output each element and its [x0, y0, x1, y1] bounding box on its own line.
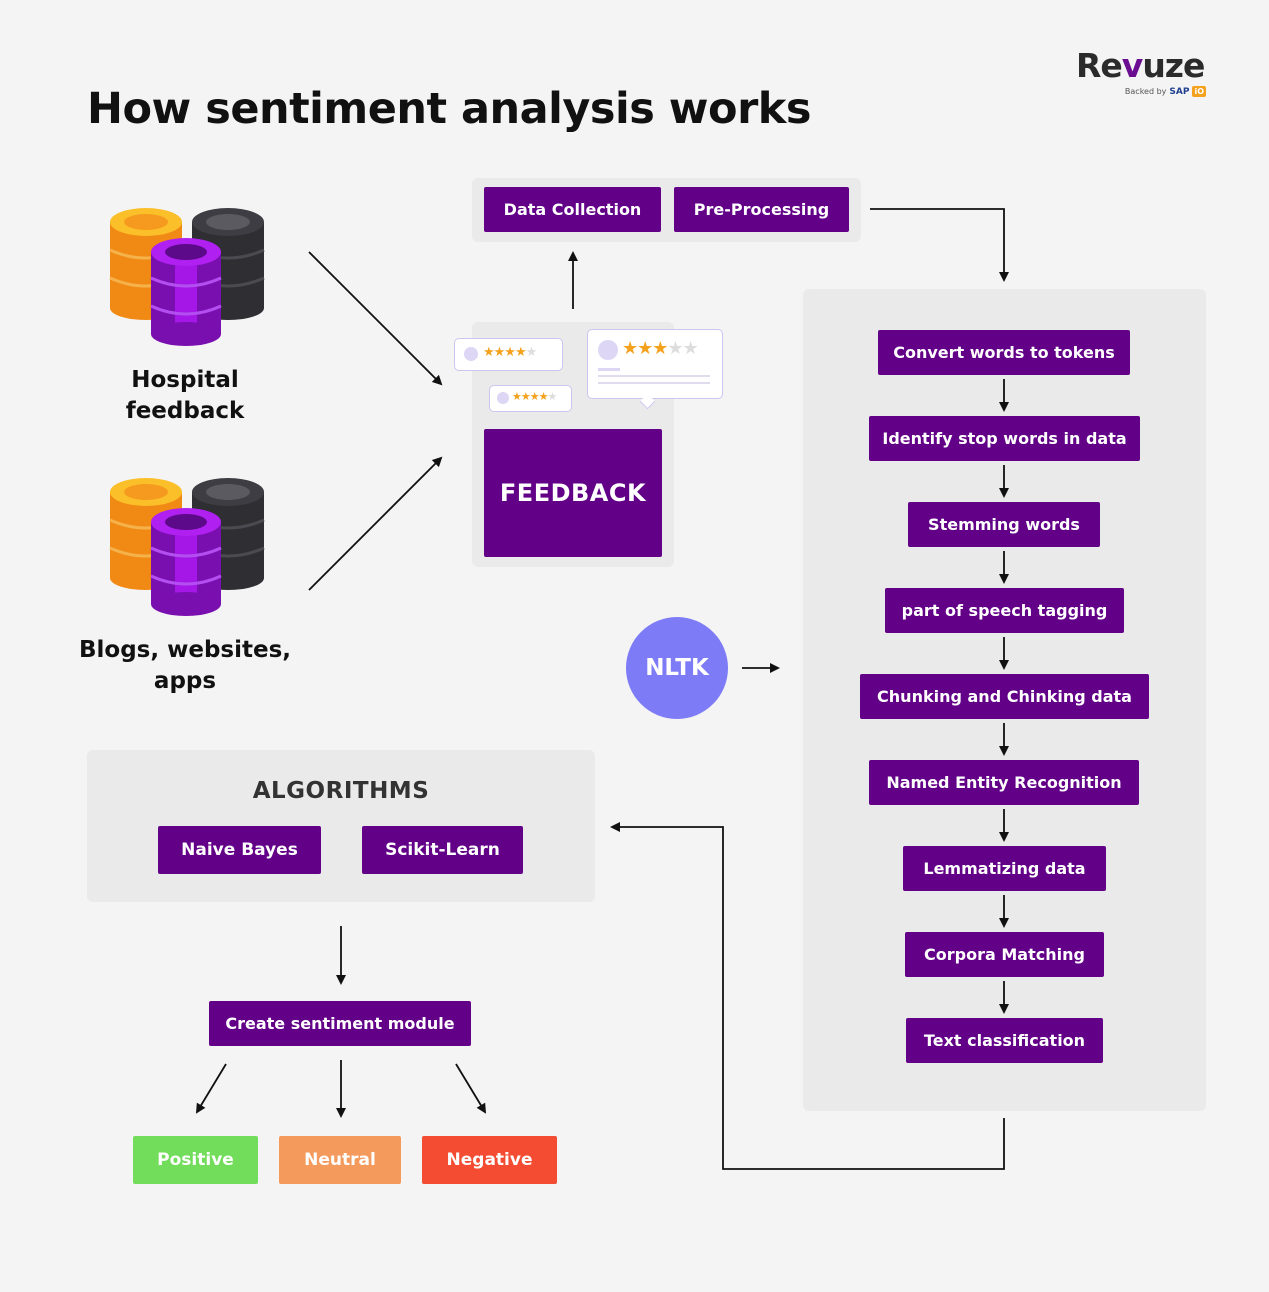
review-card-1: ★★★★★ [454, 338, 563, 371]
data-collection-box: Data Collection [484, 187, 661, 232]
review-card-3: ★★★★★ [587, 329, 723, 410]
star-rating-icon: ★★★★★ [622, 338, 699, 359]
logo-text-start: Re [1076, 46, 1123, 85]
negative-box: Negative [422, 1136, 557, 1184]
nltk-step-stop-words: Identify stop words in data [869, 416, 1140, 461]
arrow-nltk-panel-to-algorithms [610, 822, 1005, 1170]
nltk-step-text-classification: Text classification [906, 1018, 1103, 1063]
neutral-box: Neutral [279, 1136, 401, 1184]
nltk-circle: NLTK [626, 617, 728, 719]
nltk-step-corpora: Corpora Matching [905, 932, 1104, 977]
page-title: How sentiment analysis works [87, 84, 811, 134]
nltk-step-tokens: Convert words to tokens [878, 330, 1130, 375]
arrow-preprocessing-to-nltk-panel [870, 208, 1009, 282]
star-rating-icon: ★★★★★ [483, 345, 537, 360]
reviewer-avatar [598, 340, 618, 360]
review-card-2: ★★★★★ [489, 385, 572, 412]
revuze-logo: Revuze Backed by SAP iO [1076, 46, 1208, 102]
logo-text-end: uze [1142, 46, 1205, 85]
positive-box: Positive [133, 1136, 258, 1184]
database-icon-hospital [109, 208, 265, 346]
nltk-step-stemming: Stemming words [908, 502, 1100, 547]
algorithms-title: ALGORITHMS [252, 778, 430, 804]
database-icon-violet [150, 508, 222, 616]
logo-io: iO [1192, 86, 1206, 97]
nltk-step-lemmatizing: Lemmatizing data [903, 846, 1106, 891]
reviewer-avatar [497, 392, 509, 404]
logo-text-v: v [1121, 46, 1143, 85]
logo-sap: SAP [1169, 86, 1190, 97]
nltk-step-chunking: Chunking and Chinking data [860, 674, 1149, 719]
create-sentiment-module-box: Create sentiment module [209, 1001, 471, 1046]
star-rating-icon: ★★★★★ [512, 390, 557, 403]
nltk-step-ner: Named Entity Recognition [869, 760, 1139, 805]
arrow-blogs-to-feedback [308, 456, 443, 591]
arrow-module-to-positive [195, 1063, 227, 1114]
pre-processing-box: Pre-Processing [674, 187, 849, 232]
database-icon-violet [150, 238, 222, 346]
scikit-learn-box: Scikit-Learn [362, 826, 523, 874]
naive-bayes-box: Naive Bayes [158, 826, 321, 874]
arrow-module-to-negative [455, 1063, 487, 1114]
source-label-hospital: Hospital feedback [125, 367, 245, 424]
source-label-blogs: Blogs, websites, apps [78, 637, 292, 694]
database-icon-blogs [109, 478, 265, 616]
nltk-step-pos-tagging: part of speech tagging [885, 588, 1124, 633]
arrow-hospital-to-feedback [308, 251, 443, 386]
logo-backed-by: Backed by [1124, 87, 1167, 96]
feedback-box: FEEDBACK [484, 429, 662, 557]
reviewer-avatar [464, 347, 478, 361]
